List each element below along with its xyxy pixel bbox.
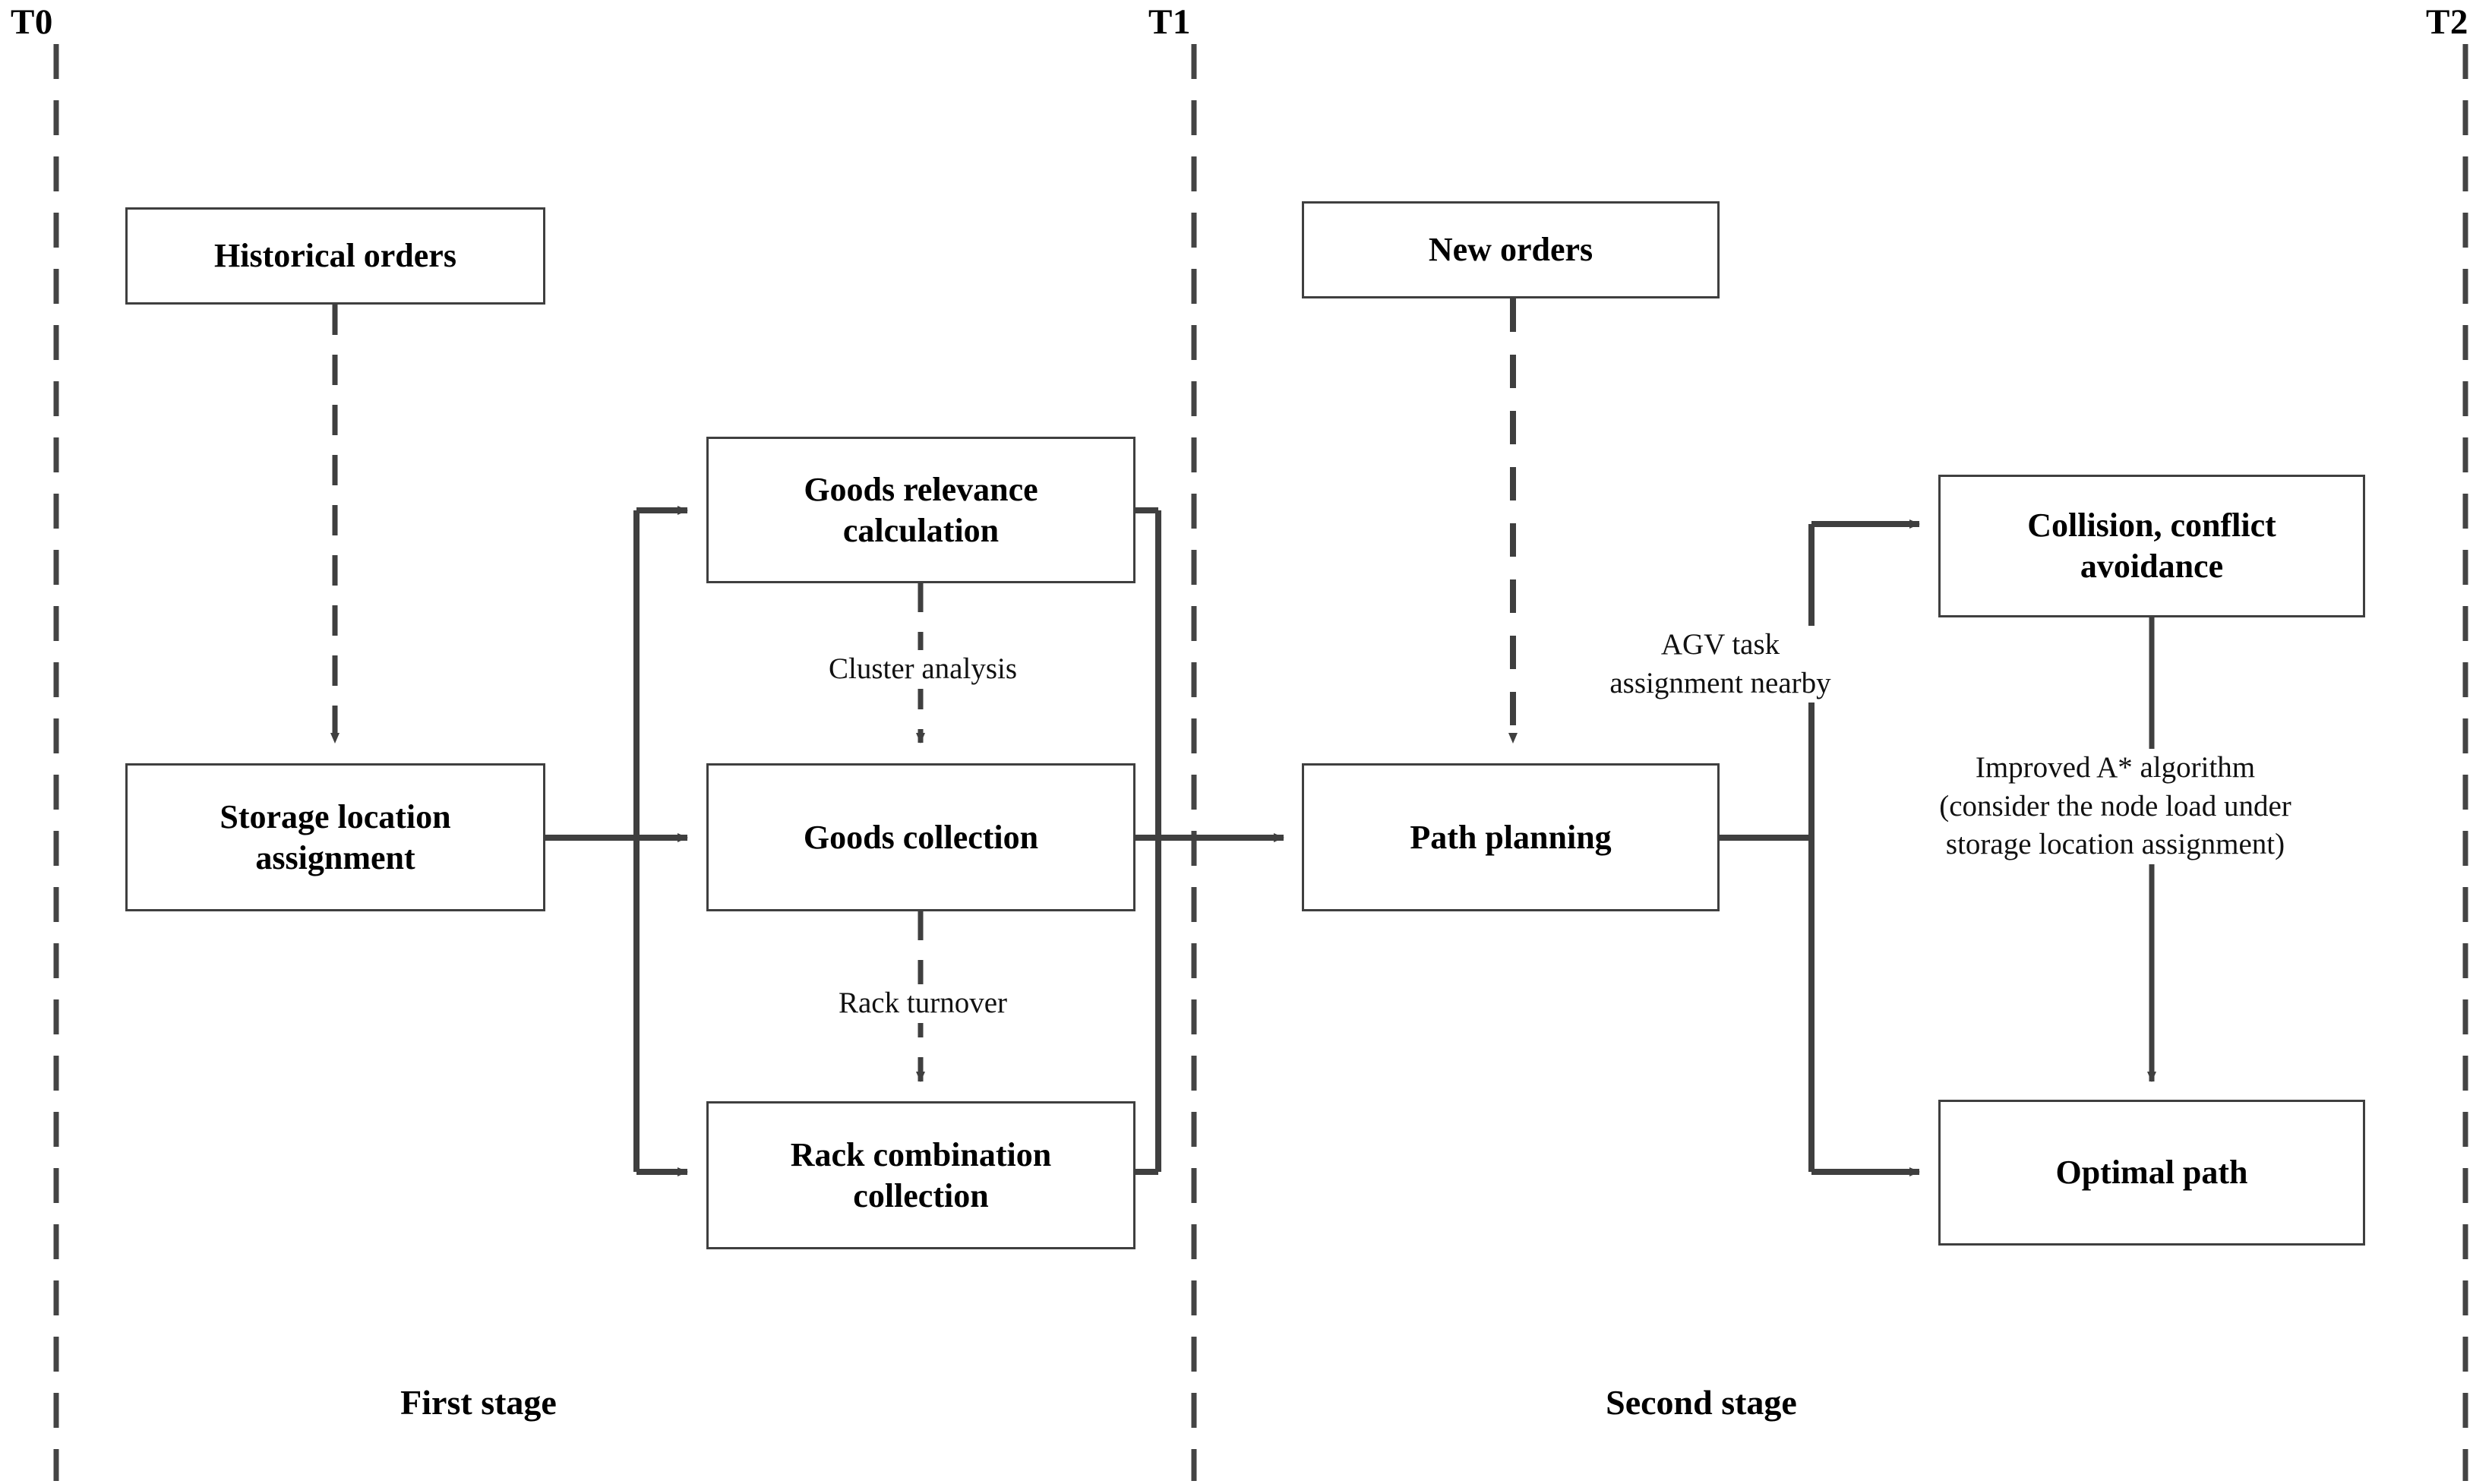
time-mark-t2: T2 [2426,2,2468,42]
node-storage-location-assignment[interactable]: Storage location assignment [125,763,545,911]
node-label: New orders [1428,231,1593,269]
edge-label-agv-task-assignment: AGV task assignment nearby [1549,626,1891,703]
node-new-orders[interactable]: New orders [1302,201,1720,298]
edge-label-rack-turnover: Rack turnover [798,984,1048,1023]
edge-label-cluster-analysis: Cluster analysis [782,650,1063,689]
node-historical-orders[interactable]: Historical orders [125,207,545,305]
stage-label-second: Second stage [1606,1383,1797,1422]
node-goods-collection[interactable]: Goods collection [706,763,1135,911]
node-path-planning[interactable]: Path planning [1302,763,1720,911]
node-optimal-path[interactable]: Optimal path [1938,1100,2365,1246]
node-label: Historical orders [214,237,456,275]
node-label: Optimal path [2055,1154,2248,1192]
edge-label-improved-a-star: Improved A* algorithm (consider the node… [1865,749,2366,865]
stage-label-first: First stage [400,1383,557,1422]
time-mark-t1: T1 [1148,2,1191,42]
edge-firststage-merge [1135,507,1284,1175]
node-label: Goods collection [803,818,1039,856]
edge-storage-fanout [545,506,688,1176]
node-goods-relevance-calculation[interactable]: Goods relevance calculation [706,437,1135,583]
node-label: Goods relevance calculation [804,470,1038,549]
node-collision-conflict-avoidance[interactable]: Collision, conflict avoidance [1938,475,2365,617]
node-label: Path planning [1410,818,1612,856]
node-label: Storage location assignment [220,797,451,876]
node-rack-combination-collection[interactable]: Rack combination collection [706,1101,1135,1249]
time-mark-t0: T0 [11,2,53,42]
node-label: Rack combination collection [790,1135,1052,1214]
node-label: Collision, conflict avoidance [2027,507,2276,585]
